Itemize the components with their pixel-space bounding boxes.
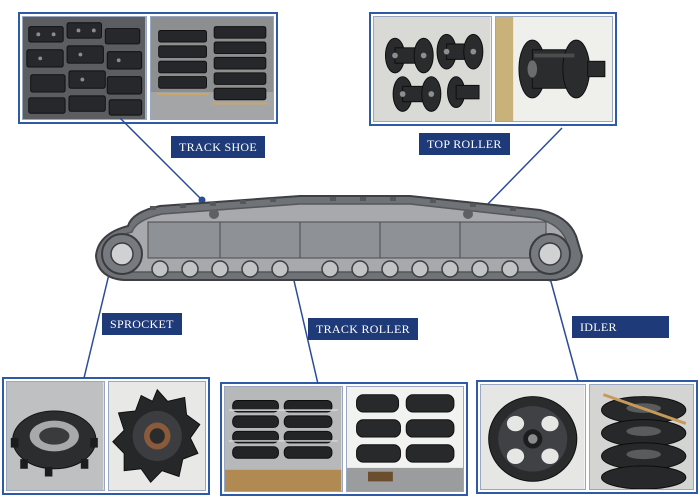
sprocket-connector bbox=[83, 269, 111, 379]
track-roller-photos bbox=[220, 382, 468, 496]
idler-label: IDLER bbox=[572, 316, 669, 338]
idler-photo-1 bbox=[480, 384, 586, 490]
top-roller-photo-1 bbox=[373, 16, 492, 122]
sprocket-photo-1 bbox=[6, 381, 105, 491]
track-shoe-photos bbox=[18, 12, 278, 124]
sprocket-photos bbox=[2, 377, 210, 495]
top-roller-photo-2 bbox=[494, 16, 613, 122]
track-shoe-connector bbox=[119, 117, 203, 201]
track-shoe-photo-2 bbox=[149, 16, 274, 120]
track-shoe-photo-1 bbox=[22, 16, 147, 120]
sprocket-label: SPROCKET bbox=[102, 313, 182, 335]
idler-photos bbox=[476, 380, 698, 494]
connector-lines bbox=[83, 117, 579, 385]
track-roller-label: TRACK ROLLER bbox=[308, 318, 418, 340]
idler-photo-2 bbox=[588, 384, 694, 490]
track-roller-connector bbox=[291, 271, 319, 385]
top-roller-connector bbox=[479, 127, 563, 213]
idler-connector bbox=[549, 277, 579, 382]
track-roller-photo-2 bbox=[345, 386, 464, 492]
sprocket-photo-2 bbox=[107, 381, 206, 491]
track-shoe-label: TRACK SHOE bbox=[171, 136, 266, 158]
track-frame bbox=[94, 195, 584, 281]
top-roller-photos bbox=[369, 12, 617, 126]
track-roller-photo-1 bbox=[224, 386, 343, 492]
top-roller-label: TOP ROLLER bbox=[419, 133, 510, 155]
